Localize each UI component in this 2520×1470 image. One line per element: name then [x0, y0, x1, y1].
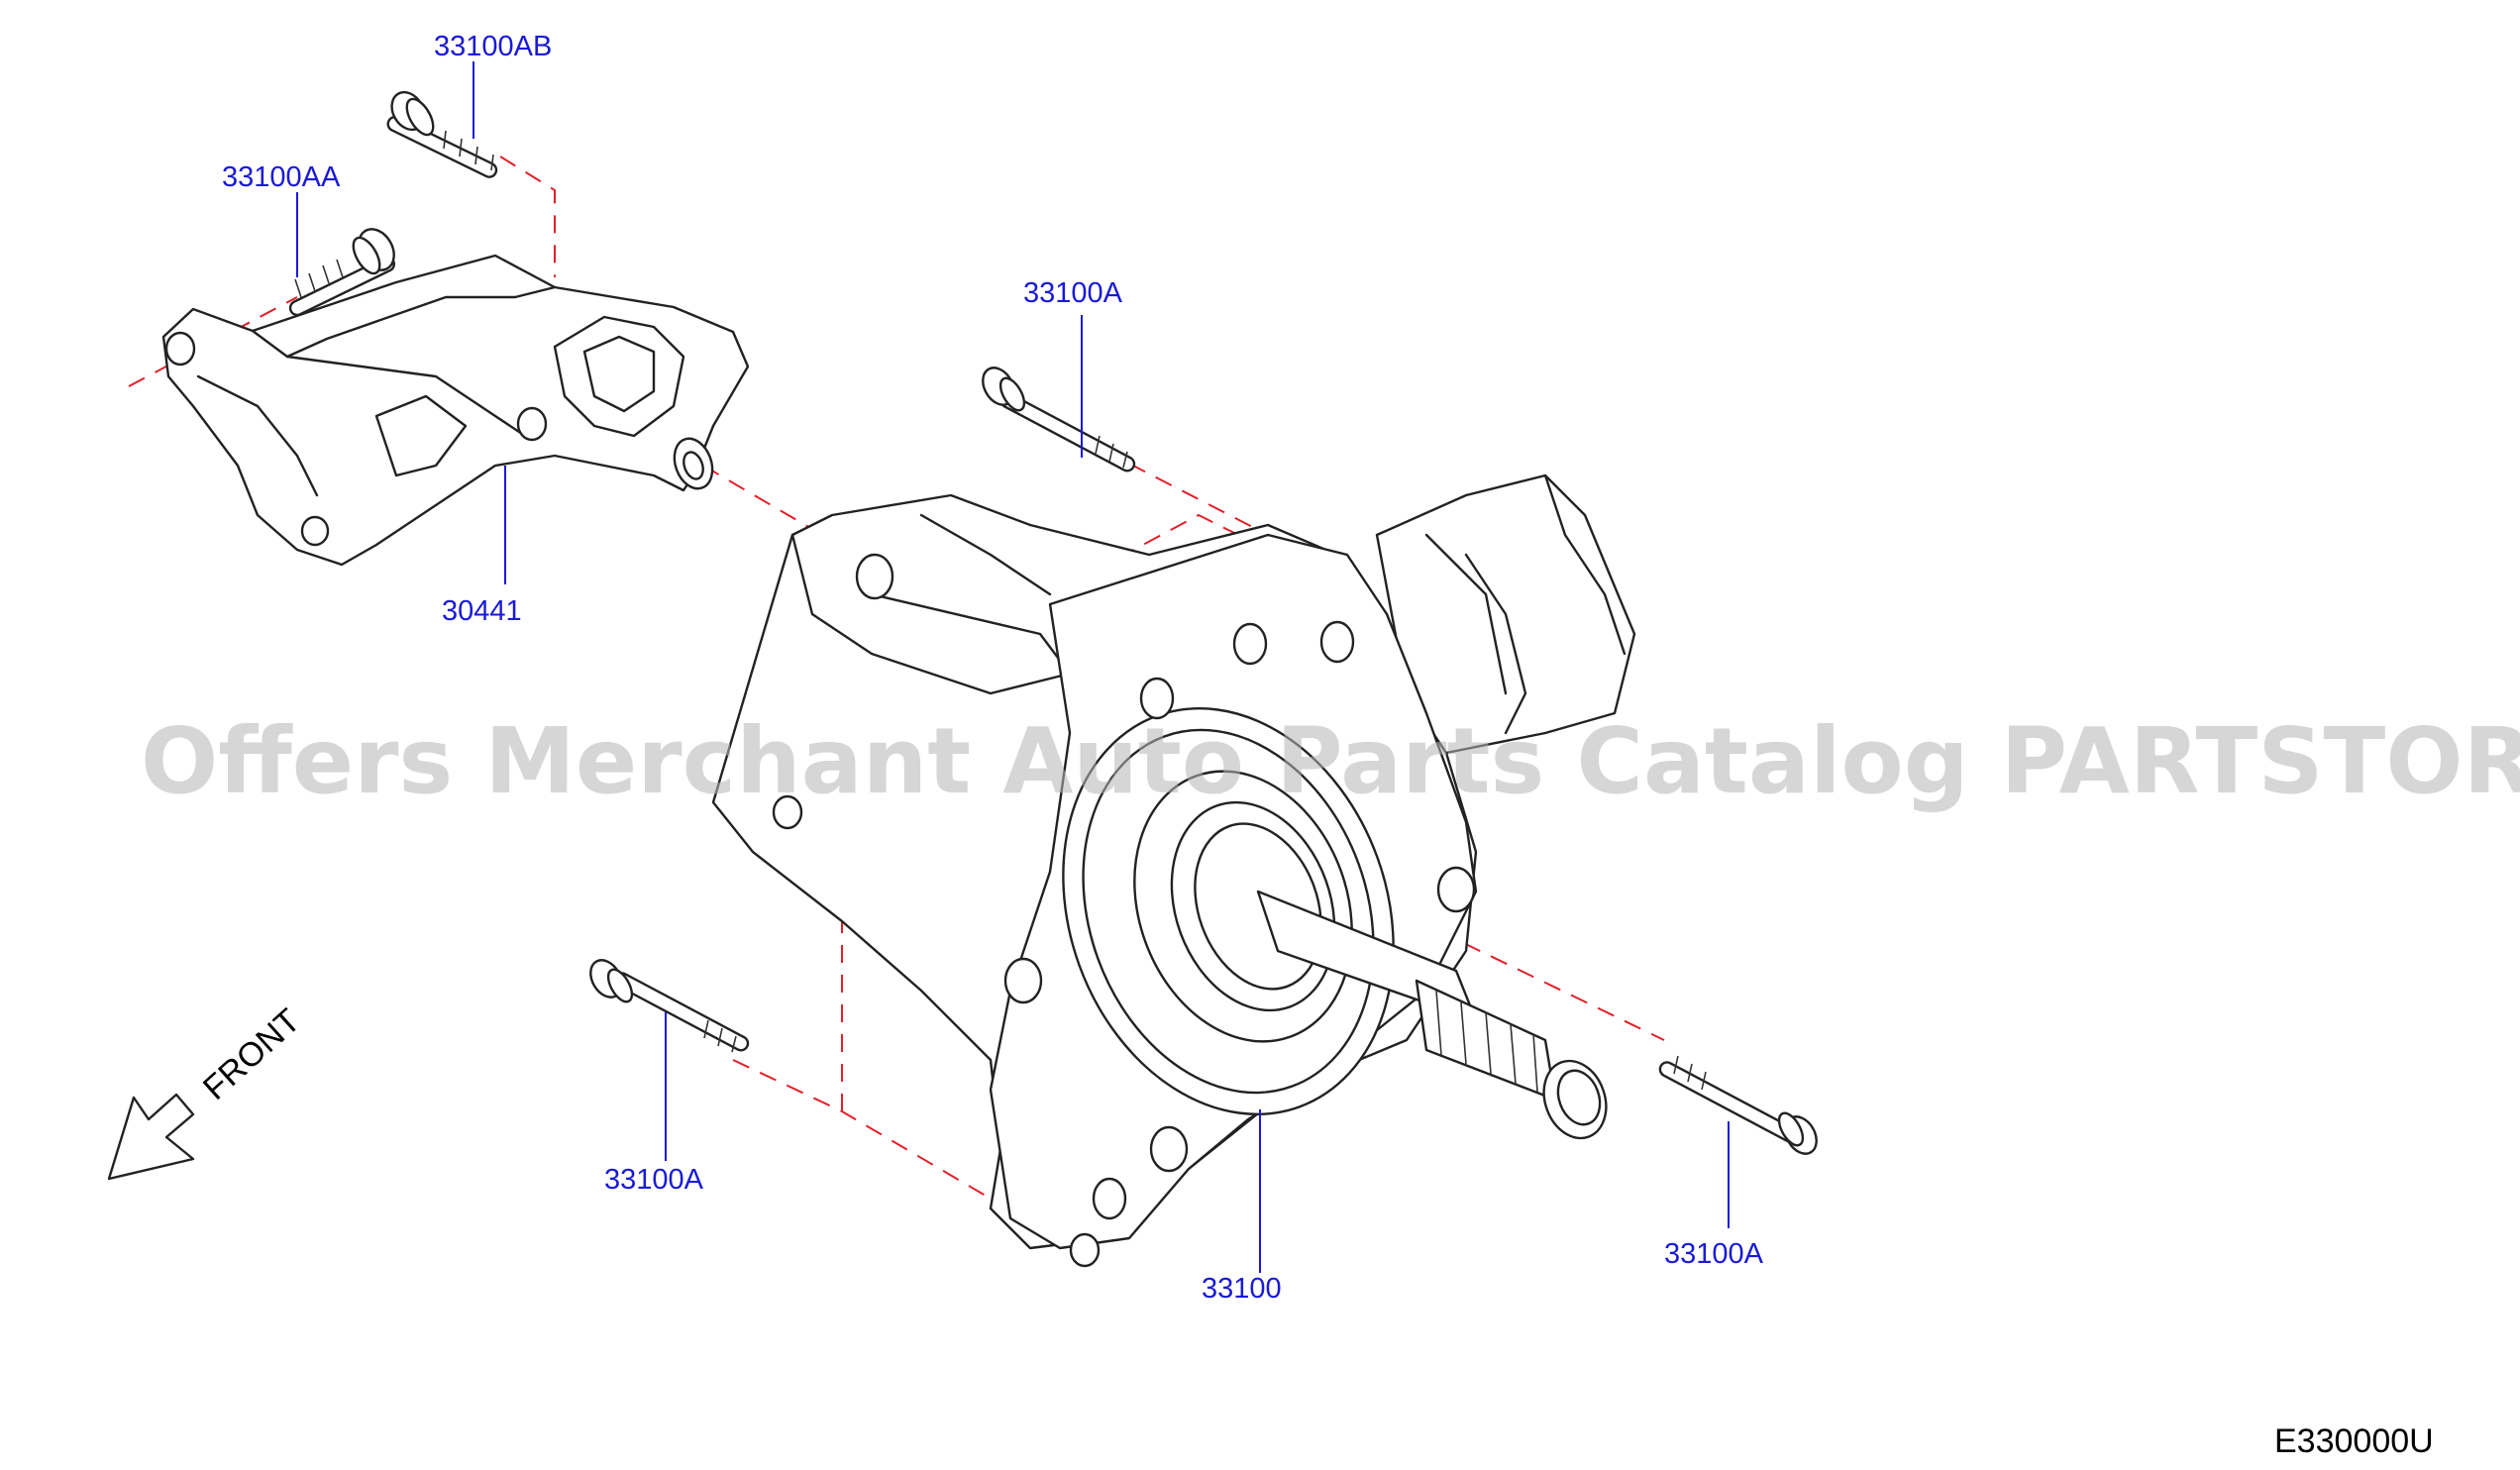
callout-leaders	[296, 61, 1730, 1273]
callout-33100a-lower-left[interactable]: 33100A	[604, 1164, 704, 1196]
bolt-33100ab[interactable]	[385, 86, 498, 179]
callout-33100a-upper[interactable]: 33100A	[1023, 277, 1123, 309]
bolt-33100a-lower-left[interactable]	[584, 955, 751, 1053]
callout-33100aa[interactable]: 33100AA	[222, 161, 341, 193]
bolt-33100a-upper[interactable]	[977, 363, 1137, 473]
diagram-code: E330000U	[2274, 1422, 2434, 1460]
callout-33100ab[interactable]: 33100AB	[434, 31, 552, 62]
callout-33100a-lower-right[interactable]: 33100A	[1664, 1238, 1764, 1270]
callout-33100[interactable]: 33100	[1202, 1273, 1282, 1305]
callout-30441[interactable]: 30441	[442, 595, 522, 627]
callout-labels: 33100AB 33100AA 30441 33100A 33100A 3310…	[222, 31, 1764, 1305]
front-label: FRONT	[196, 1001, 307, 1107]
bracket-30441[interactable]	[161, 254, 750, 567]
watermark: Offers Merchant Auto Parts Catalog PARTS…	[141, 708, 2520, 814]
front-indicator: FRONT	[107, 1001, 307, 1181]
front-arrow-icon	[107, 1093, 195, 1181]
bolt-33100a-lower-right[interactable]	[1657, 1055, 1823, 1159]
bolt-33100aa[interactable]	[288, 223, 401, 317]
transfer-assembly-33100[interactable]	[711, 473, 1636, 1268]
